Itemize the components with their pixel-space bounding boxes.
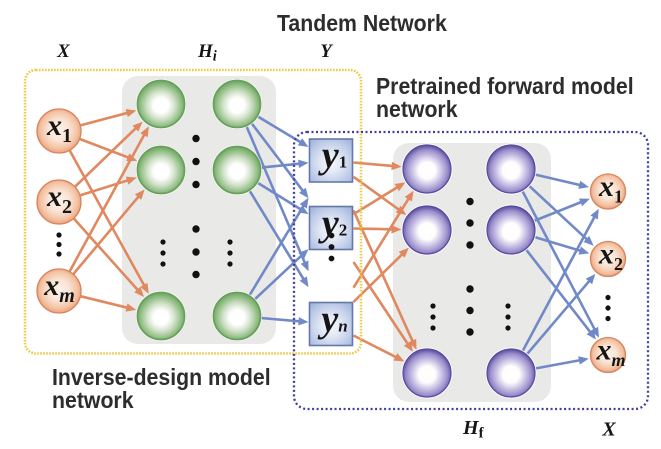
svg-text:Hi: Hi (197, 41, 217, 65)
svg-text:x1: x1 (598, 170, 623, 206)
svg-text:x2: x2 (598, 238, 623, 274)
svg-text:X: X (601, 419, 616, 441)
svg-text:Hf: Hf (462, 417, 485, 442)
svg-text:xm: xm (595, 334, 625, 370)
svg-text:Y: Y (320, 41, 334, 62)
svg-text:X: X (56, 41, 71, 62)
